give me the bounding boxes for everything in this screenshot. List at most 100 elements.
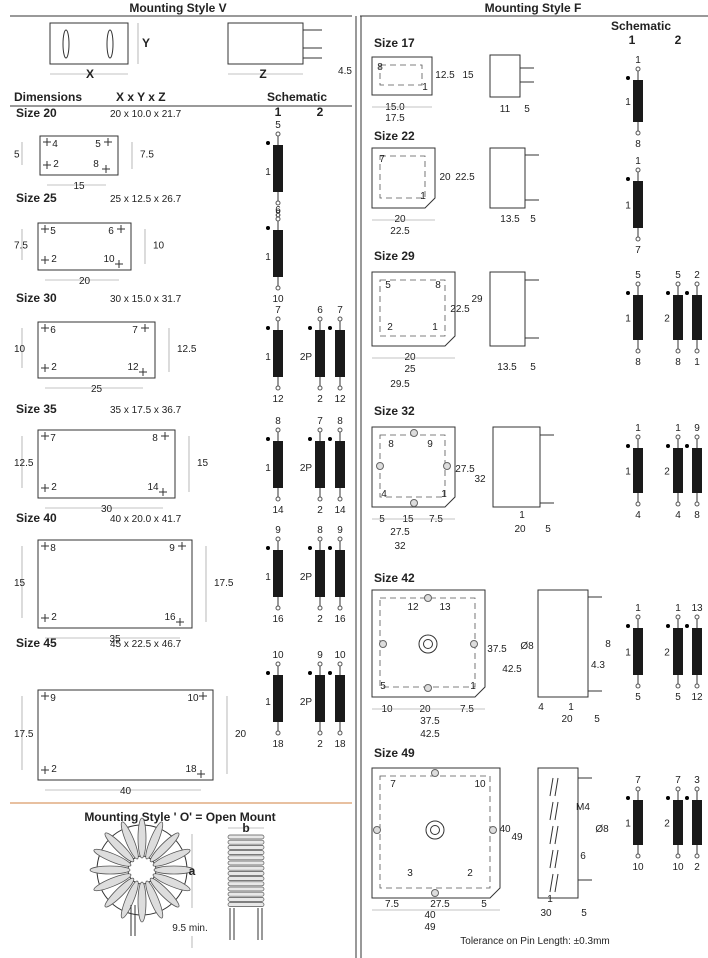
center-hole <box>430 825 440 835</box>
pin-number-bottom: 8 <box>275 209 281 220</box>
dimension-label: 37.5 <box>487 644 507 655</box>
winding-coil <box>685 786 702 859</box>
coil-core <box>273 675 283 722</box>
mounting-hole-icon <box>431 769 439 777</box>
polarity-dot-icon <box>626 177 630 181</box>
terminal-icon <box>635 501 641 507</box>
winding-label: 1 <box>625 201 631 212</box>
pin-number-top: 5 <box>675 270 681 281</box>
pin-marker-icon <box>102 165 110 173</box>
winding-turn <box>153 865 195 875</box>
dimension-label: 1 <box>420 191 426 202</box>
pin-label: 2 <box>51 254 57 265</box>
coil-core <box>692 628 702 675</box>
winding-label: 1 <box>625 648 631 659</box>
mounting-hole-icon <box>410 429 418 437</box>
polarity-dot-icon <box>685 444 689 448</box>
polarity-dot-icon <box>666 444 670 448</box>
pin-marker-icon <box>161 432 169 440</box>
pin-label: 6 <box>50 325 56 336</box>
front-view-outline <box>371 147 436 209</box>
pin-number-top: 1 <box>675 603 681 614</box>
pin-label: 10 <box>187 693 199 704</box>
winding-label: 2 <box>664 314 670 325</box>
polarity-dot-icon <box>308 326 312 330</box>
dim-lead-length: 9.5 min. <box>172 923 208 934</box>
winding-label: 1 <box>265 572 271 583</box>
winding-label: 1 <box>265 697 271 708</box>
pin-marker-icon <box>115 260 123 268</box>
size-title: Size 17 <box>374 36 415 50</box>
pin-number-top: 9 <box>337 525 343 536</box>
line <box>549 801 554 821</box>
mounting-hole-icon <box>489 826 497 834</box>
pin-number-top: 1 <box>635 156 641 167</box>
dimension-label: 8 <box>388 439 394 450</box>
dimension-label: Ø8 <box>520 641 534 652</box>
terminal-icon <box>337 316 343 322</box>
winding-coil <box>308 316 325 391</box>
dimension-label: 22.5 <box>390 226 410 237</box>
terminal-icon <box>275 605 281 611</box>
terminal-icon <box>275 496 281 502</box>
coil-core <box>335 441 345 488</box>
coil-core <box>673 295 683 340</box>
terminal-icon <box>694 501 700 507</box>
front-view-outline <box>371 767 501 899</box>
winding-label: 1 <box>265 252 271 263</box>
column-dimensions: Dimensions <box>14 90 82 104</box>
winding-turn <box>145 821 164 860</box>
pin-number-bottom: 2 <box>317 739 323 750</box>
dimension-label: 2 <box>387 322 393 333</box>
pin-marker-icon <box>141 324 149 332</box>
dimension-label: 8 <box>605 639 611 650</box>
pin-marker-icon <box>199 692 207 700</box>
terminal-icon <box>675 853 681 859</box>
polarity-dot-icon <box>308 671 312 675</box>
side-view-outline <box>492 426 541 508</box>
pin-number-bottom: 4 <box>675 510 681 521</box>
dimension-label: 32 <box>474 474 486 485</box>
pin-marker-icon <box>178 542 186 550</box>
dim-b: b <box>242 821 249 835</box>
pin-grid <box>379 597 476 688</box>
terminal-icon <box>635 236 641 242</box>
size-title: Size 29 <box>374 249 415 263</box>
terminal-icon <box>337 385 343 391</box>
terminal-icon <box>317 536 323 542</box>
terminal-icon <box>317 605 323 611</box>
winding-coil <box>328 427 345 502</box>
dimension-label: 2 <box>467 868 473 879</box>
dim-vertical-right: 12.5 <box>177 344 197 355</box>
dimension-label: 40 <box>499 824 511 835</box>
coil-core <box>692 448 702 493</box>
winding-label: 1 <box>625 97 631 108</box>
front-view-outline <box>371 271 456 347</box>
winding-label: 2 <box>664 467 670 478</box>
terminal-icon <box>275 216 281 222</box>
dimension-label: 5 <box>530 214 536 225</box>
size-title: Size 30 <box>16 291 57 305</box>
pin-label: 8 <box>152 433 158 444</box>
dim-horizontal: 20 <box>79 276 91 287</box>
terminal-icon <box>275 730 281 736</box>
pin-marker-icon <box>41 692 49 700</box>
terminal-icon <box>635 281 641 287</box>
polarity-dot-icon <box>666 624 670 628</box>
winding-turn <box>137 817 147 859</box>
winding-turn <box>152 873 191 892</box>
winding-turn <box>227 865 265 871</box>
terminal-icon <box>635 614 641 620</box>
dimension-label: 22.5 <box>450 304 470 315</box>
winding-coil <box>308 661 325 736</box>
dimension-label: 5 <box>379 514 385 525</box>
pin-number-top: 5 <box>635 270 641 281</box>
winding-coil <box>626 281 643 354</box>
mounting-slot <box>106 29 114 59</box>
pin-number-bottom: 18 <box>272 739 284 750</box>
dim-horizontal: 30 <box>101 504 113 515</box>
pin-label: 12 <box>127 362 139 373</box>
pin-number-top: 13 <box>691 603 703 614</box>
dimension-label: 42.5 <box>420 729 440 740</box>
dim-vertical-left: 5 <box>14 150 20 161</box>
